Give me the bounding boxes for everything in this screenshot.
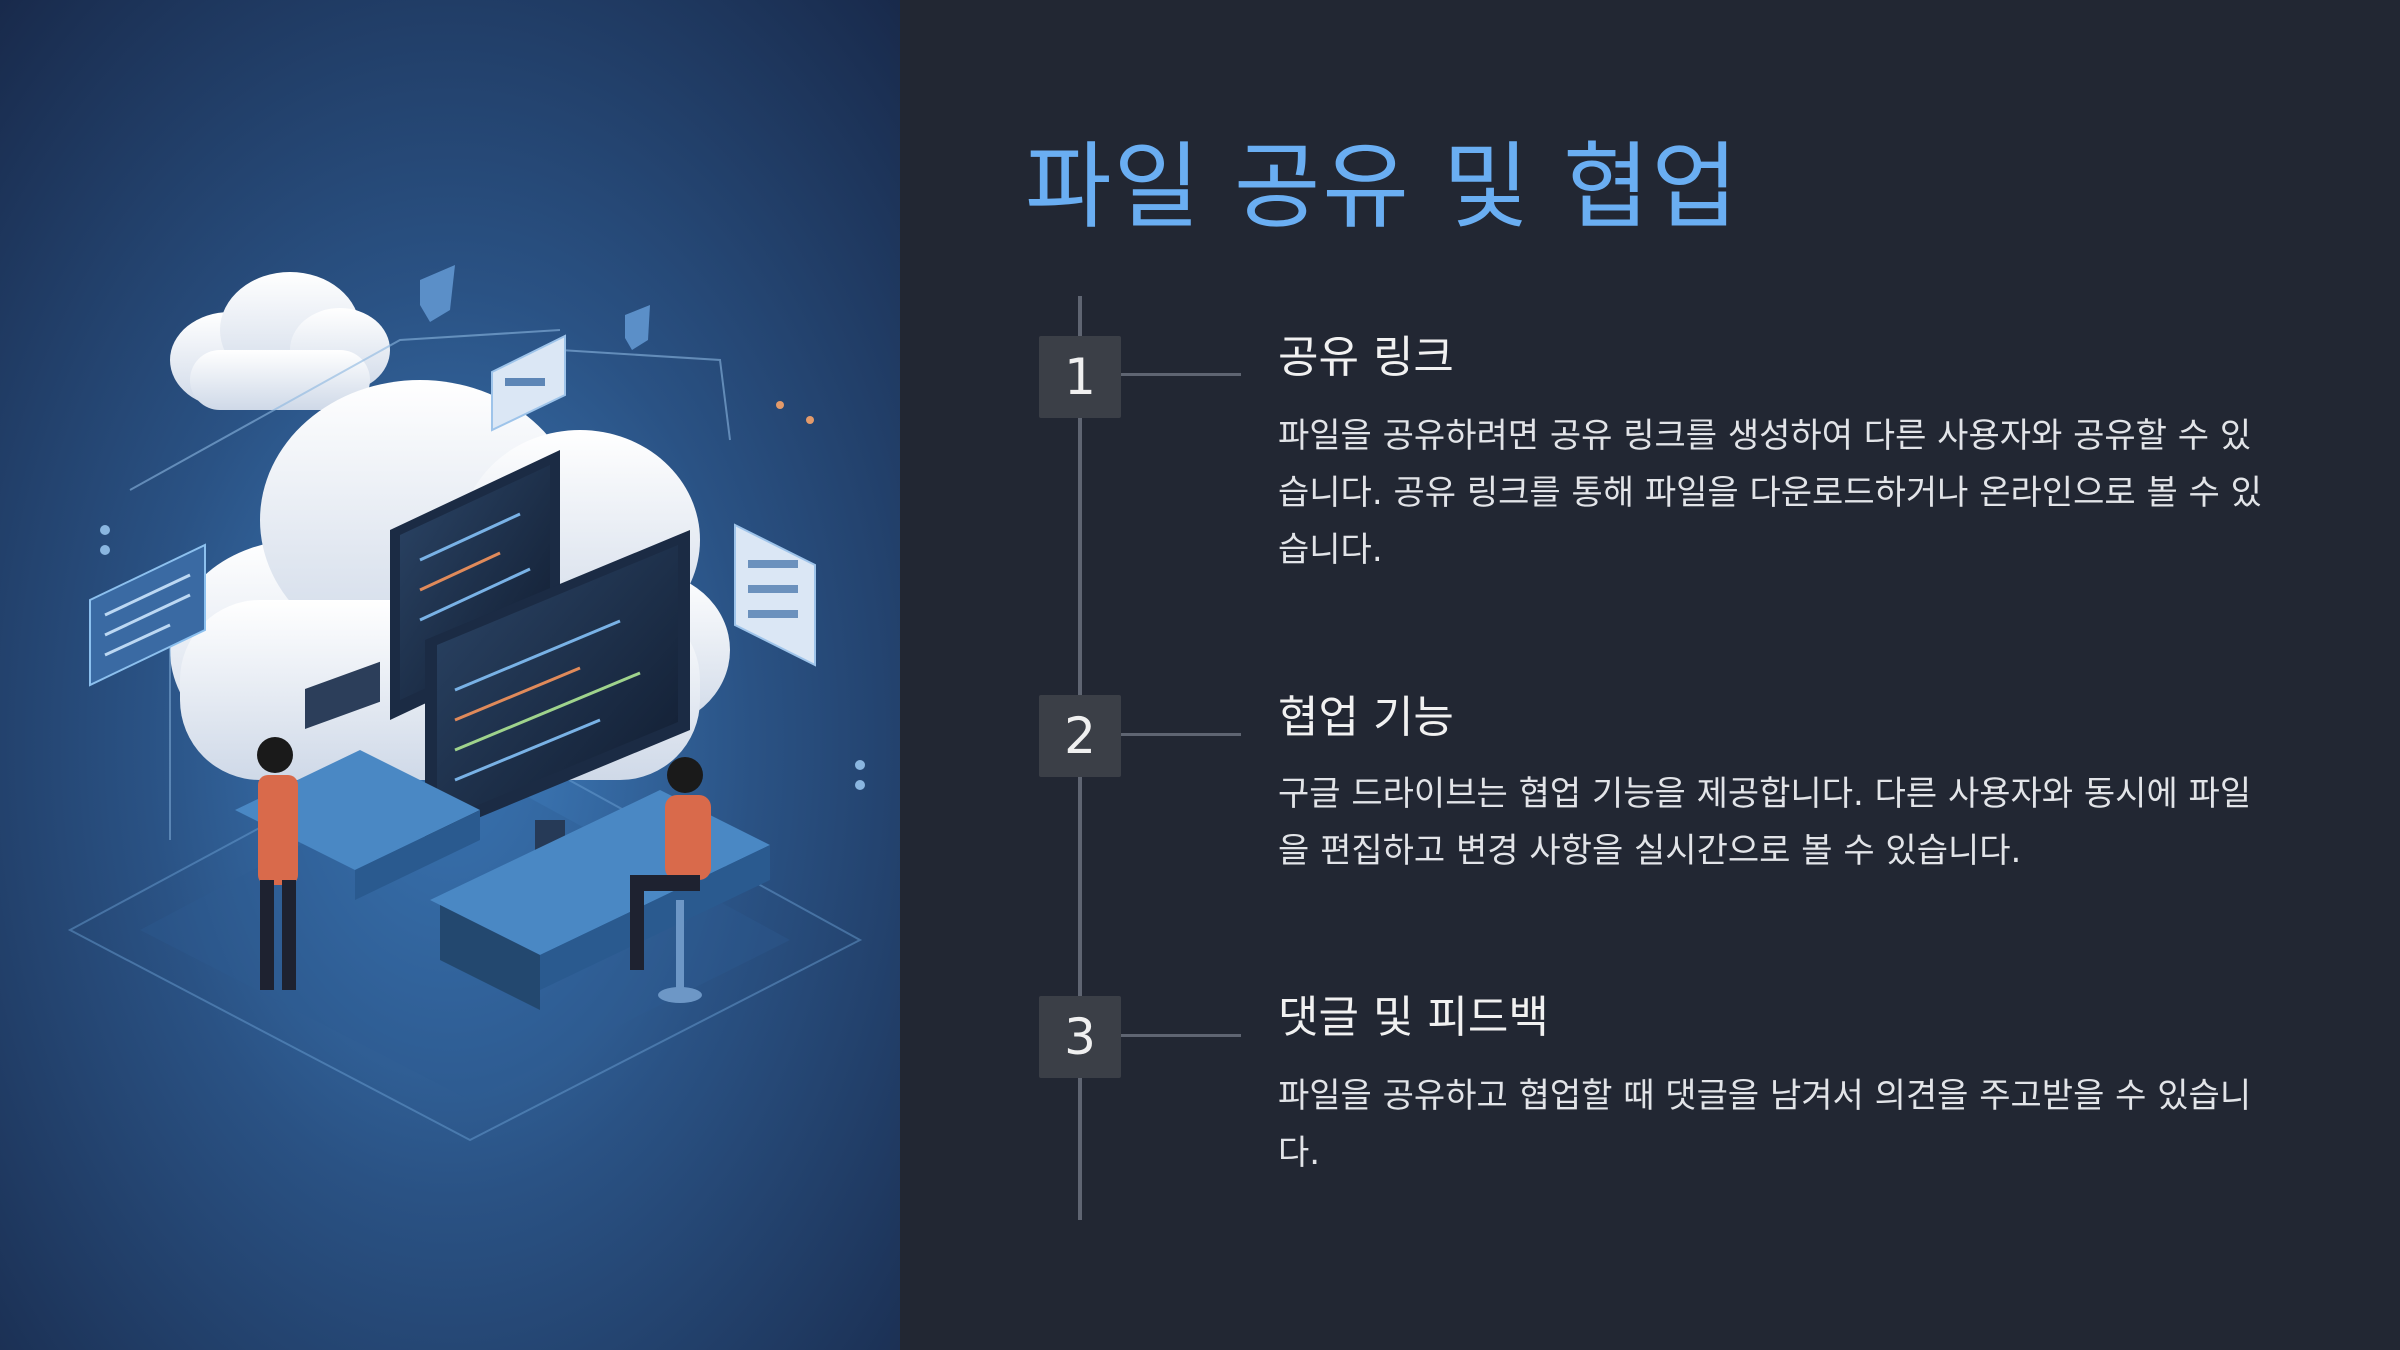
shield-icon bbox=[420, 265, 455, 322]
floating-card-icon bbox=[89, 543, 206, 687]
shield-icon bbox=[625, 305, 650, 350]
person-icon bbox=[630, 757, 711, 1003]
step-title: 공유 링크 bbox=[1278, 332, 1454, 383]
step-description: 파일을 공유하고 협업할 때 댓글을 남겨서 의견을 주고받을 수 있습니다. bbox=[1278, 1076, 2252, 1173]
document-card-icon bbox=[734, 523, 816, 667]
step-connector bbox=[1121, 373, 1241, 376]
monitor-icon bbox=[425, 530, 690, 860]
browser-window-icon bbox=[491, 334, 566, 432]
step-title: 댓글 및 피드백 bbox=[1278, 992, 1549, 1043]
step-description: 파일을 공유하려면 공유 링크를 생성하여 다른 사용자와 공유할 수 있습니다… bbox=[1278, 416, 2262, 570]
step-connector bbox=[1121, 733, 1241, 736]
slide-title: 파일 공유 및 협업 bbox=[1025, 133, 1741, 242]
step-number-badge: 2 bbox=[1039, 695, 1121, 777]
cloud-collaboration-illustration bbox=[0, 0, 900, 1350]
step-description: 구글 드라이브는 협업 기능을 제공합니다. 다른 사용자와 동시에 파일을 편… bbox=[1278, 774, 2252, 871]
small-cloud-icon bbox=[170, 272, 390, 410]
step-number-badge: 1 bbox=[1039, 336, 1121, 418]
step-title: 협업 기능 bbox=[1278, 692, 1454, 743]
person-icon bbox=[257, 661, 380, 990]
step-connector bbox=[1121, 1034, 1241, 1037]
step-number-badge: 3 bbox=[1039, 996, 1121, 1078]
